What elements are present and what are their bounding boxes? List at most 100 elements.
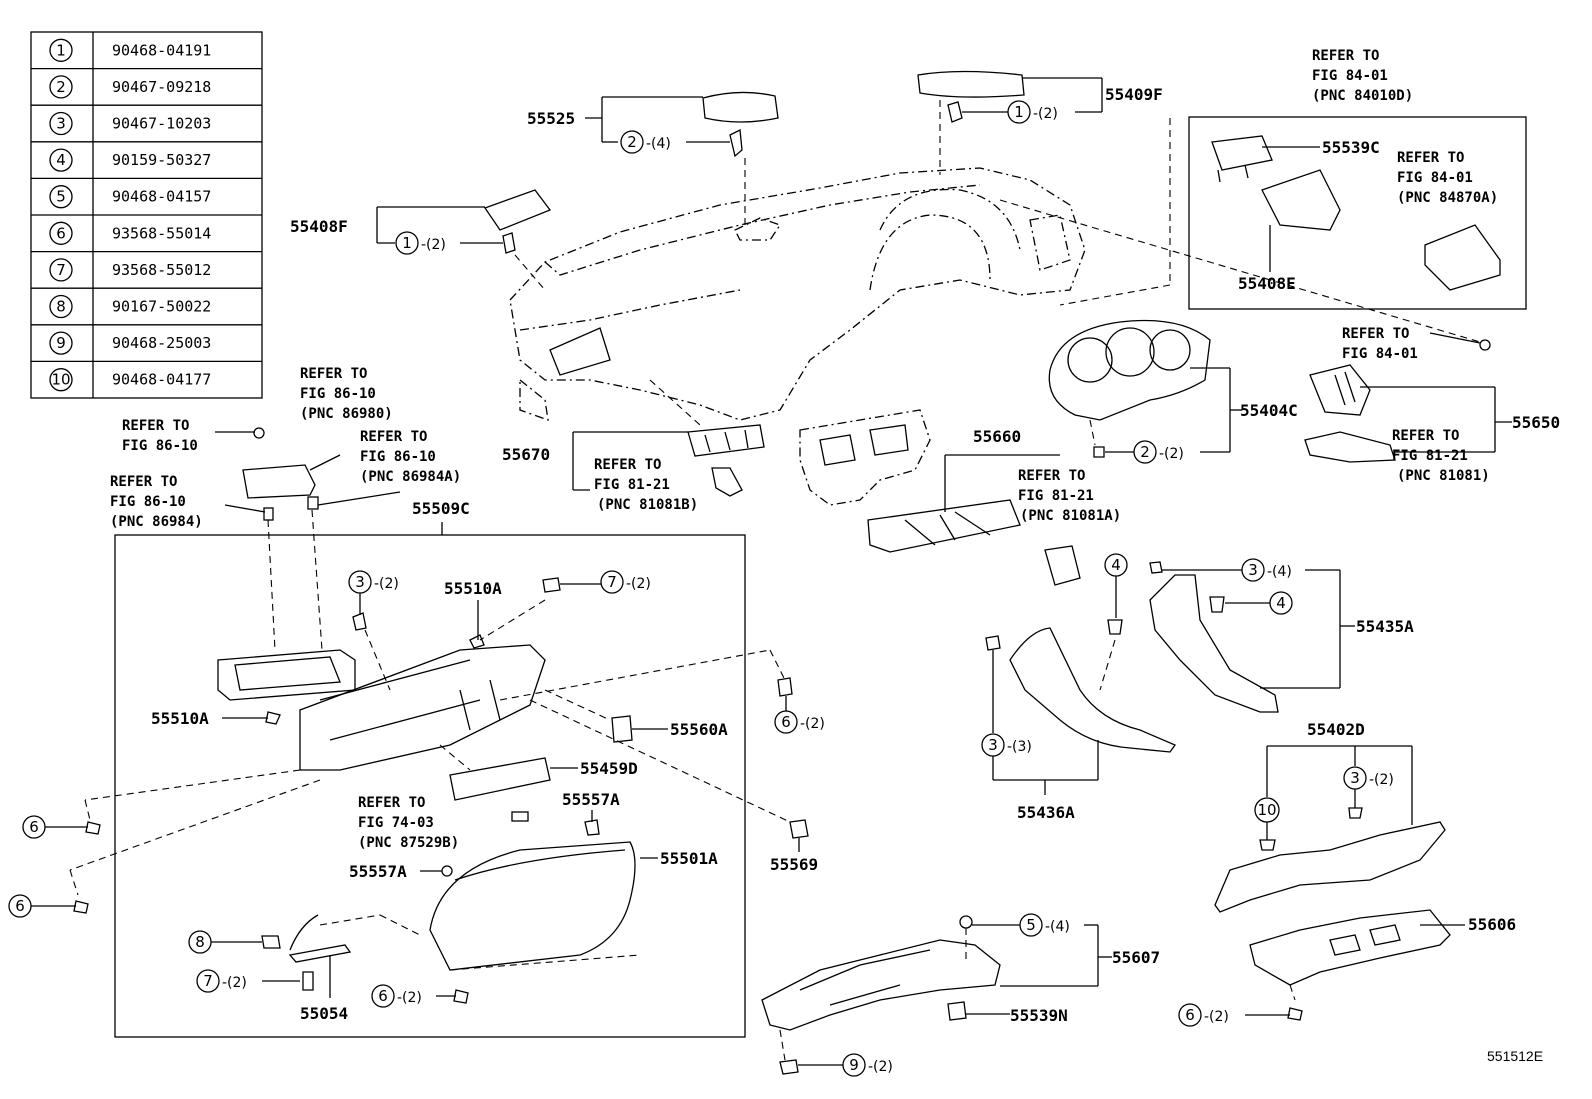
part-55408F[interactable]: 55408F 1 -(2) bbox=[290, 189, 552, 291]
instrument-panel-body bbox=[509, 167, 1086, 421]
label-55404C: 55404C bbox=[1240, 401, 1298, 420]
label-55557A-left: 55557A bbox=[349, 862, 407, 881]
callout-1b-qty: -(2) bbox=[421, 237, 446, 253]
label-55510A-top: 55510A bbox=[444, 579, 502, 598]
label-55557A-right: 55557A bbox=[562, 790, 620, 809]
part-55409F[interactable]: 55409F 1 -(2) bbox=[917, 70, 1163, 176]
callout-5-number: 5 bbox=[1026, 916, 1036, 934]
label-55509C: 55509C bbox=[412, 499, 470, 518]
label-55569: 55569 bbox=[770, 855, 818, 874]
svg-text:FIG 86-10: FIG 86-10 bbox=[300, 386, 376, 402]
part-55606[interactable]: 55606 6 -(2) bbox=[1178, 909, 1516, 1027]
svg-text:FIG 74-03: FIG 74-03 bbox=[358, 815, 434, 831]
callout-6a-qty: -(2) bbox=[800, 716, 825, 732]
part-55054-shape[interactable] bbox=[288, 944, 352, 963]
reference-87529B: REFER TO FIG 74-03 (PNC 87529B) bbox=[358, 795, 459, 851]
label-55670: 55670 bbox=[502, 445, 550, 464]
actuator-c-shape bbox=[711, 467, 743, 497]
parts-table-index-circle bbox=[49, 331, 73, 355]
callout-3-qty: -(2) bbox=[374, 576, 399, 592]
part-55660[interactable]: 55660 REFER TO FIG 81-21 (PNC 81081A) bbox=[867, 427, 1121, 586]
part-55436A-shape[interactable] bbox=[1009, 627, 1176, 753]
callout-7-number: 7 bbox=[607, 573, 617, 591]
parts-table-part-number[interactable]: 93568-55014 bbox=[112, 224, 211, 242]
part-55404C[interactable]: 55404C 2 -(2) bbox=[1048, 319, 1298, 464]
part-55435A[interactable]: 3 -(4) 55435A 4 bbox=[1149, 558, 1414, 713]
part-55560A-shape[interactable] bbox=[611, 715, 633, 743]
reference-86980: REFER TO FIG 86-10 (PNC 86980) bbox=[300, 366, 393, 422]
parts-table-part-number[interactable]: 93568-55012 bbox=[112, 261, 211, 279]
label-55402D: 55402D bbox=[1307, 720, 1365, 739]
part-55435A-shape[interactable] bbox=[1149, 574, 1279, 713]
reference-86984: REFER TO FIG 86-10 (PNC 86984) bbox=[110, 474, 203, 530]
svg-text:(PNC 86984A): (PNC 86984A) bbox=[360, 469, 461, 485]
parts-table-index: 6 bbox=[56, 224, 66, 242]
svg-text:REFER TO: REFER TO bbox=[360, 429, 427, 445]
part-55569[interactable]: 55569 bbox=[770, 819, 818, 874]
callout-3d-qty: -(2) bbox=[1369, 772, 1394, 788]
actuator-shape bbox=[1304, 431, 1396, 463]
part-55408E-shape[interactable] bbox=[1261, 169, 1341, 231]
part-55650[interactable]: 55650 REFER TO FIG 81-21 (PNC 81081) bbox=[1304, 364, 1560, 484]
switch-module-shape bbox=[1424, 224, 1501, 291]
svg-text:REFER TO: REFER TO bbox=[1342, 326, 1409, 342]
label-55539N: 55539N bbox=[1010, 1006, 1068, 1025]
reference-81081A: REFER TO FIG 81-21 (PNC 81081A) bbox=[1018, 468, 1121, 524]
parts-table-index: 9 bbox=[56, 334, 66, 352]
part-55402D[interactable]: 55402D 10 3 -(2) bbox=[1214, 720, 1446, 913]
part-55660-shape[interactable] bbox=[867, 499, 1021, 553]
svg-text:REFER TO: REFER TO bbox=[110, 474, 177, 490]
callout-3b-number: 3 bbox=[1248, 561, 1258, 579]
svg-text:FIG 84-01: FIG 84-01 bbox=[1312, 68, 1388, 84]
parts-table-part-number[interactable]: 90468-25003 bbox=[112, 334, 211, 352]
part-55606-shape[interactable] bbox=[1249, 909, 1451, 986]
part-55525[interactable]: 55525 2 -(4) bbox=[527, 91, 779, 225]
part-55436A[interactable]: 55436A 3 -(3) 4 bbox=[981, 553, 1176, 822]
svg-text:(PNC 84010D): (PNC 84010D) bbox=[1312, 88, 1413, 104]
label-55436A: 55436A bbox=[1017, 803, 1075, 822]
callout-3c-qty: -(3) bbox=[1007, 739, 1032, 755]
callout-1-number: 1 bbox=[1014, 103, 1024, 121]
part-55459D-shape[interactable] bbox=[449, 757, 551, 801]
parts-table-part-number[interactable]: 90468-04191 bbox=[112, 41, 211, 59]
callout-8-number: 8 bbox=[195, 933, 205, 951]
glove-box-frame bbox=[114, 534, 746, 1038]
callout-6c-number: 6 bbox=[15, 897, 25, 915]
parts-table-part-number[interactable]: 90468-04177 bbox=[112, 371, 211, 389]
part-55404C-shape[interactable] bbox=[1048, 319, 1211, 421]
part-55569-shape[interactable] bbox=[789, 819, 809, 839]
part-55525-shape[interactable] bbox=[702, 91, 779, 123]
svg-text:FIG 84-01: FIG 84-01 bbox=[1342, 346, 1418, 362]
part-55607-shape[interactable] bbox=[761, 939, 1001, 1031]
part-55408F-shape[interactable] bbox=[483, 189, 552, 231]
parts-table-part-number[interactable]: 90467-10203 bbox=[112, 115, 211, 133]
callout-1b-number: 1 bbox=[402, 234, 412, 252]
part-55670[interactable]: 55670 REFER TO FIG 81-21 (PNC 81081B) bbox=[502, 379, 765, 513]
parts-table-index-circle bbox=[49, 294, 73, 319]
part-55539N-shape[interactable] bbox=[947, 1001, 967, 1021]
callout-2b-number: 2 bbox=[1140, 443, 1150, 461]
actuator-b-shape bbox=[1044, 545, 1081, 586]
callout-3b-qty: -(4) bbox=[1267, 564, 1292, 580]
part-55539C-shape[interactable] bbox=[1211, 135, 1273, 171]
part-55670-shape[interactable] bbox=[687, 424, 765, 457]
parts-table-part-number[interactable]: 90167-50022 bbox=[112, 298, 211, 316]
parts-table-part-number[interactable]: 90159-50327 bbox=[112, 151, 211, 169]
part-55409F-shape[interactable] bbox=[917, 70, 1025, 98]
glove-box-tray-shape bbox=[217, 649, 356, 701]
reference-84010D: REFER TO FIG 84-01 (PNC 84010D) bbox=[1312, 48, 1413, 104]
part-55510A-housing-shape[interactable] bbox=[299, 644, 546, 771]
label-55510A-left: 55510A bbox=[151, 709, 209, 728]
part-55402D-shape[interactable] bbox=[1214, 821, 1446, 913]
part-55607[interactable]: 5 -(4) 55607 55539N 9 -(2) bbox=[761, 913, 1160, 1077]
parts-table-index-circle bbox=[49, 368, 73, 392]
parts-table-part-number[interactable]: 90467-09218 bbox=[112, 78, 211, 96]
part-55501A-shape[interactable] bbox=[429, 841, 636, 971]
center-console-bracket bbox=[799, 409, 931, 506]
inset-switch-box: REFER TO FIG 84-01 (PNC 84010D) 55539C R… bbox=[1188, 48, 1527, 310]
callout-9-number: 9 bbox=[849, 1056, 859, 1074]
svg-text:FIG 86-10: FIG 86-10 bbox=[122, 438, 198, 454]
parts-table-index: 5 bbox=[56, 188, 66, 206]
callout-1-qty: -(2) bbox=[1033, 106, 1058, 122]
parts-table-part-number[interactable]: 90468-04157 bbox=[112, 188, 211, 206]
